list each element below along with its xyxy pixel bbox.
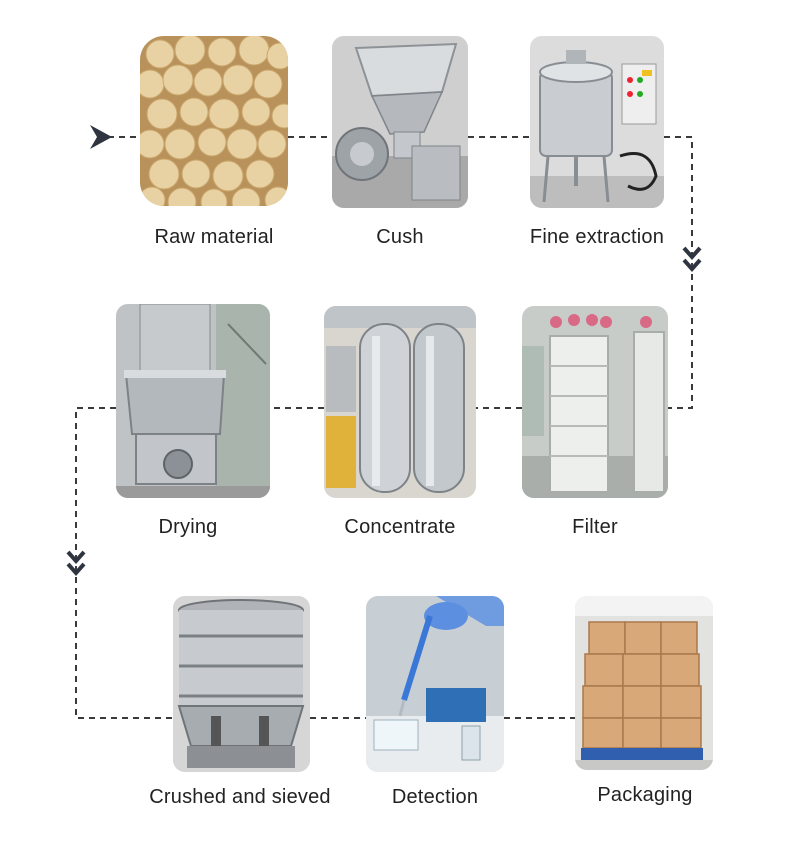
step-label-crushed-and-sieved: Crushed and sieved <box>149 786 331 808</box>
carton-pallet-icon <box>575 596 713 770</box>
start-arrow-icon <box>90 125 112 149</box>
concentrator-tanks-icon <box>324 306 476 498</box>
step-label-cush: Cush <box>376 226 424 248</box>
packaging-photo <box>575 596 713 770</box>
dryer-machine-icon <box>116 304 270 498</box>
connector-drying-to-sieve <box>75 407 173 719</box>
connector-extraction-to-filter <box>664 136 693 409</box>
crusher-machine-icon <box>332 36 468 208</box>
step-label-detection: Detection <box>391 786 479 808</box>
lab-pipette-icon <box>366 596 504 772</box>
step-label-raw-material: Raw material <box>154 226 274 248</box>
cush-photo <box>332 36 468 208</box>
filter-photo <box>522 306 668 498</box>
step-label-concentrate: Concentrate <box>344 516 456 538</box>
step-label-fine-extraction: Fine extraction <box>529 226 665 248</box>
raw-material-photo <box>140 36 288 206</box>
step-label-drying: Drying <box>158 516 218 538</box>
drying-photo <box>116 304 270 498</box>
fine-extraction-photo <box>530 36 664 208</box>
mushroom-balls-icon <box>140 36 288 206</box>
filter-columns-icon <box>522 306 668 498</box>
chevron-down-icon <box>66 550 86 577</box>
crushed-and-sieved-photo <box>173 596 310 772</box>
concentrate-photo <box>324 306 476 498</box>
extraction-tank-icon <box>530 36 664 208</box>
detection-photo <box>366 596 504 772</box>
step-label-packaging: Packaging <box>597 784 693 806</box>
vibrating-sieve-icon <box>173 596 310 772</box>
chevron-down-icon <box>682 246 702 273</box>
step-label-filter: Filter <box>572 516 618 538</box>
